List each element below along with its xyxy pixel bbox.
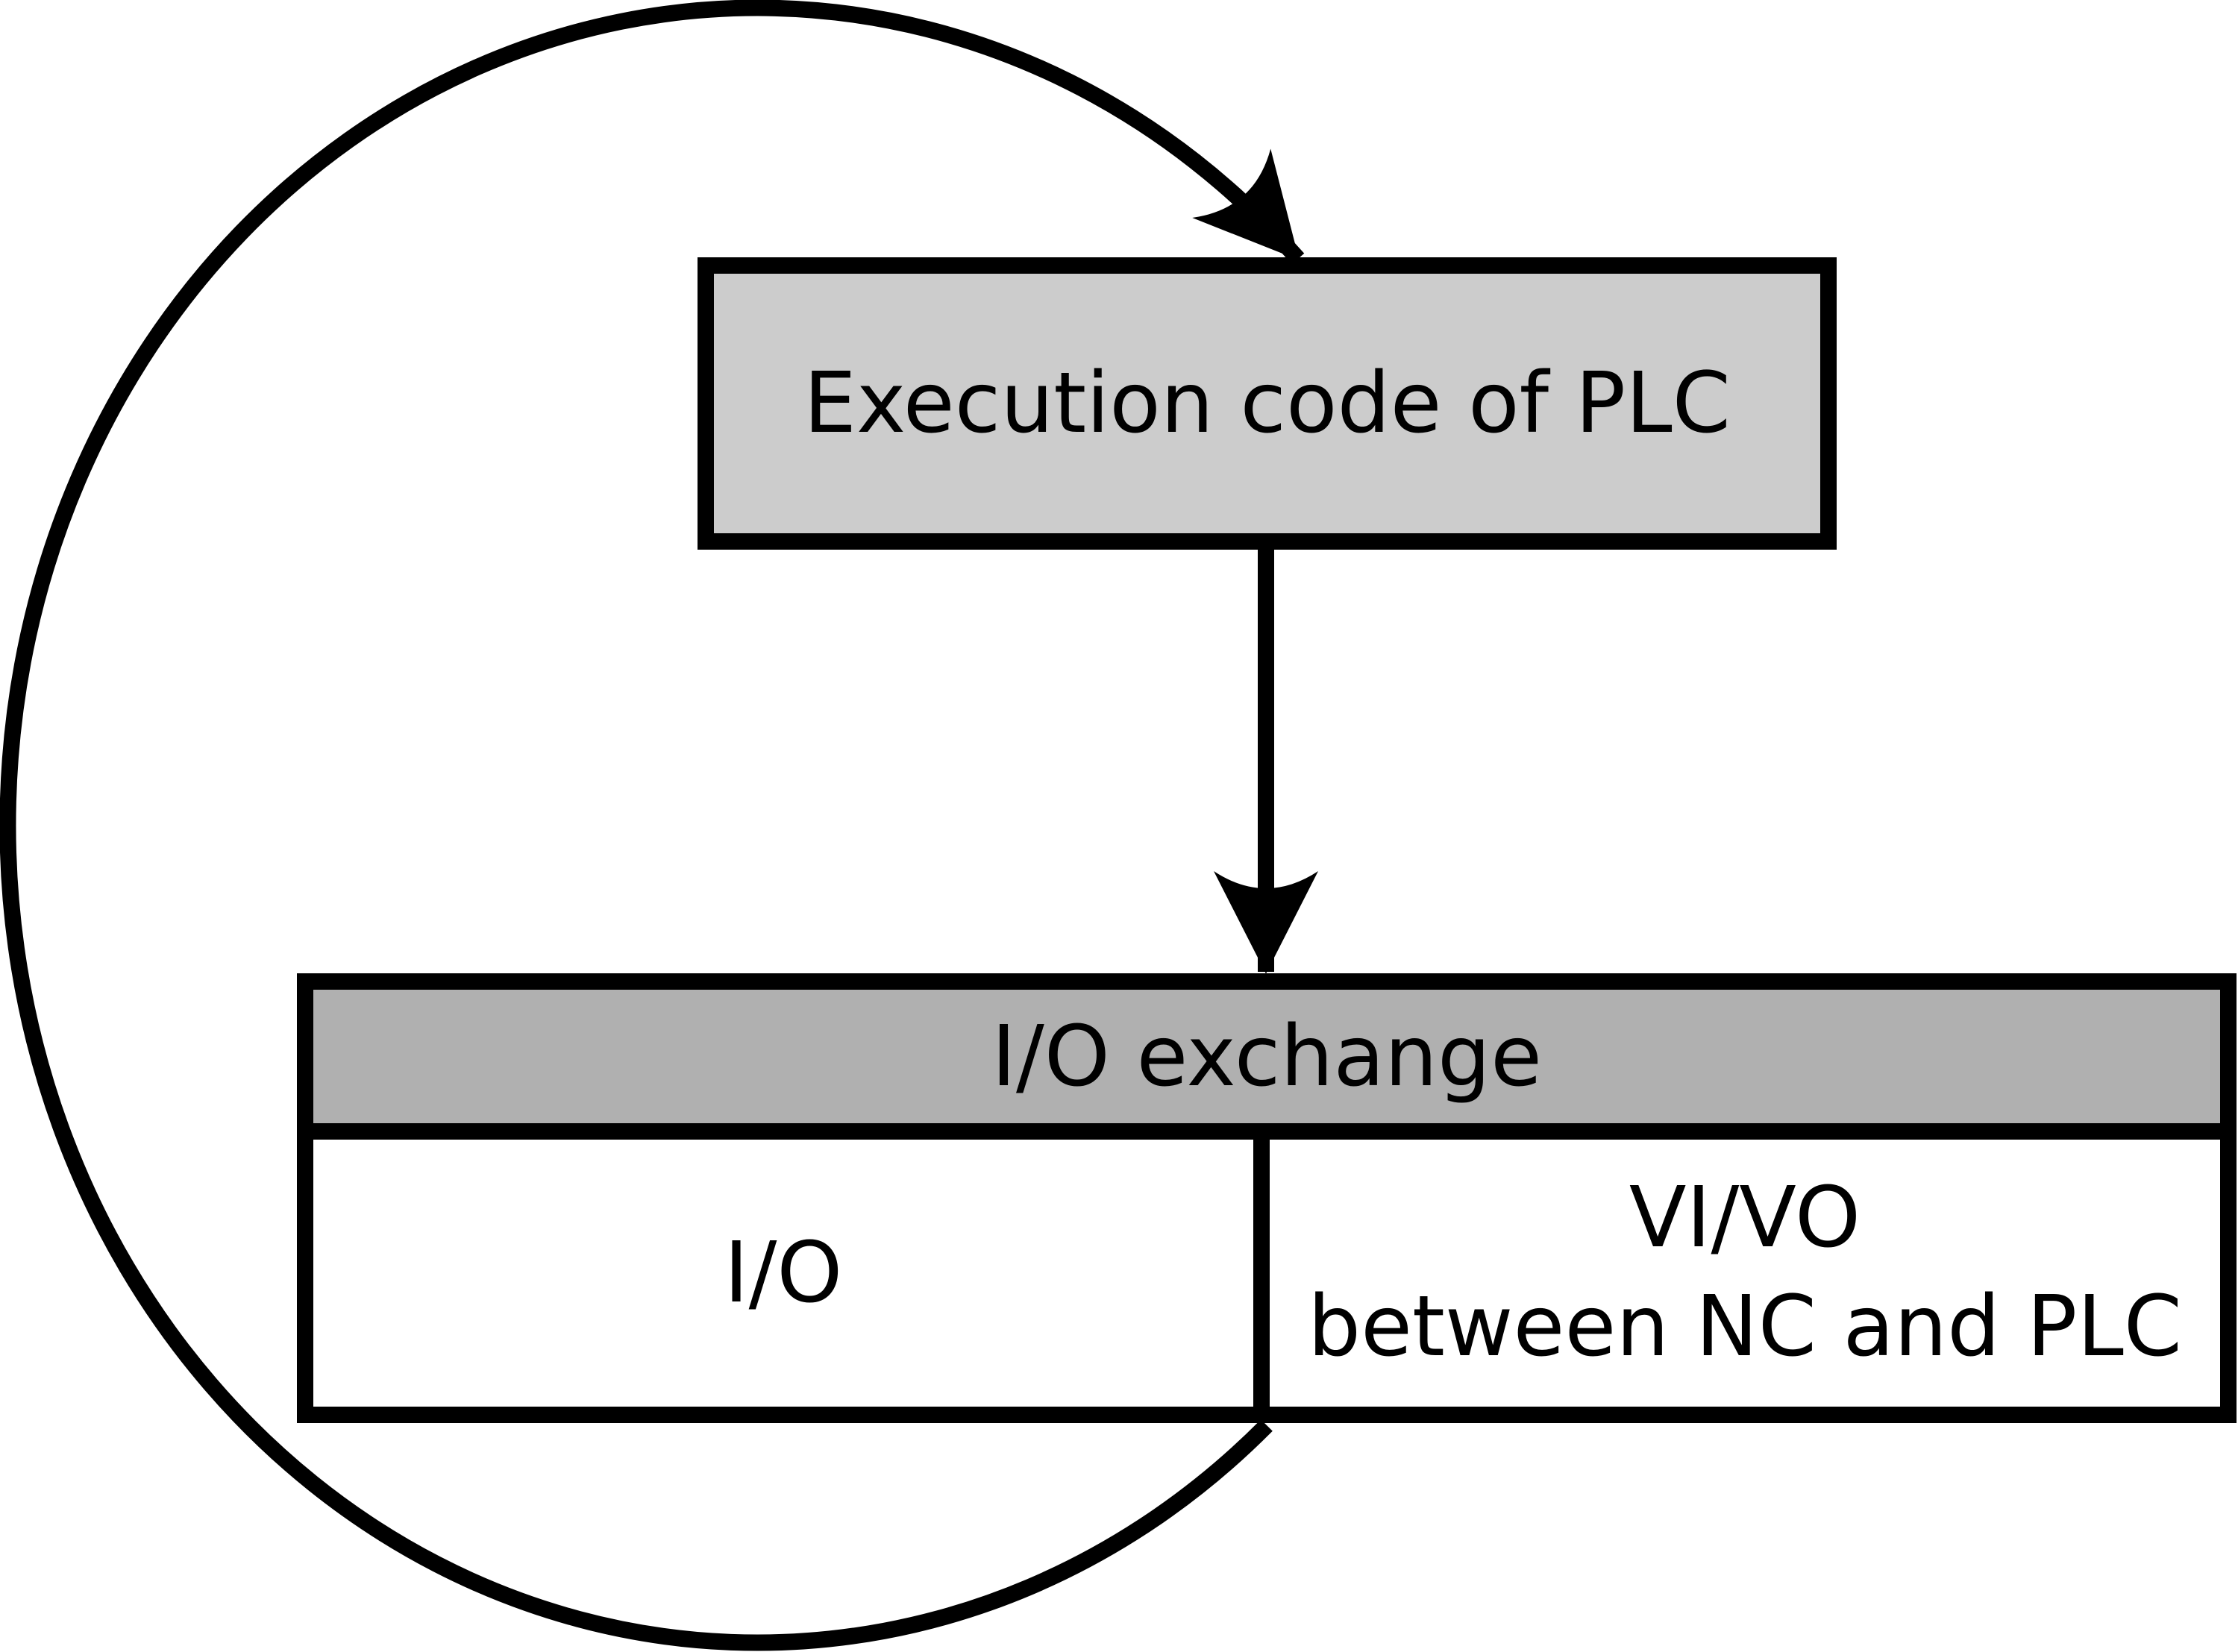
loop-arrow-icon [0,0,1305,1651]
execution-code-label: Execution code of PLC [803,355,1731,452]
io-cell-label: I/O [724,1225,843,1322]
vivo-cell: VI/VO between NC and PLC [1253,1140,2220,1407]
io-exchange-cells: I/O VI/VO between NC and PLC [313,1140,2220,1407]
io-exchange-header: I/O exchange [313,990,2220,1140]
io-exchange-table: I/O exchange I/O VI/VO between NC and PL… [297,973,2237,1423]
io-exchange-header-label: I/O exchange [991,1008,1542,1105]
vivo-cell-line1: VI/VO [1629,1169,1861,1267]
io-cell: I/O [313,1140,1253,1407]
execution-code-box: Execution code of PLC [698,257,1837,550]
vivo-cell-line2: between NC and PLC [1308,1278,2182,1375]
